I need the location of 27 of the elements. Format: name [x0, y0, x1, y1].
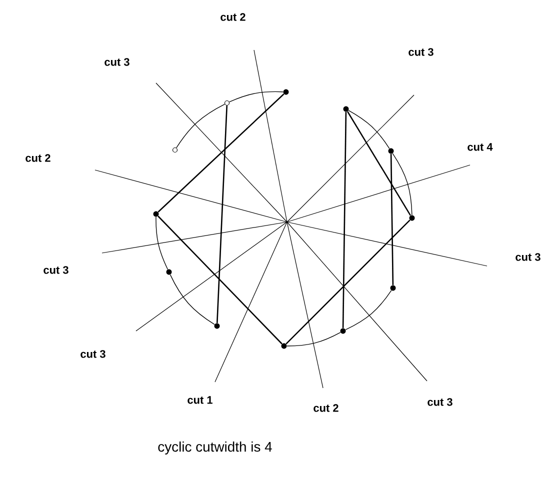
chord-line: [286, 220, 410, 344]
arc-line: [170, 274, 215, 325]
arc-line: [228, 91, 284, 102]
chord-line: [390, 154, 394, 286]
chord-line: [158, 216, 282, 344]
cut-label: cut 2: [220, 13, 246, 21]
arc-line: [176, 104, 226, 148]
arc-line: [156, 216, 168, 270]
arc-line: [348, 110, 390, 149]
arc-line: [286, 332, 341, 346]
cut-label: cut 2: [314, 404, 338, 412]
cut-label: cut 3: [516, 253, 540, 261]
arc-line: [345, 290, 392, 330]
cut-label: cut 2: [26, 154, 50, 162]
chord-line: [346, 111, 412, 216]
arc-line: [392, 153, 412, 216]
chord-line: [158, 94, 284, 212]
chord-line: [342, 112, 347, 328]
cut-label: cut 3: [428, 398, 452, 406]
cut-label: cut 3: [104, 58, 130, 66]
cut-label: cut 1: [188, 396, 212, 404]
chord-line: [216, 106, 228, 324]
caption: cyclic cutwidth is 4: [158, 442, 272, 454]
cut-label: cut 4: [468, 143, 493, 151]
cut-label: cut 3: [44, 266, 68, 274]
cut-label: cut 3: [408, 48, 434, 56]
cut-label: cut 3: [80, 350, 106, 358]
